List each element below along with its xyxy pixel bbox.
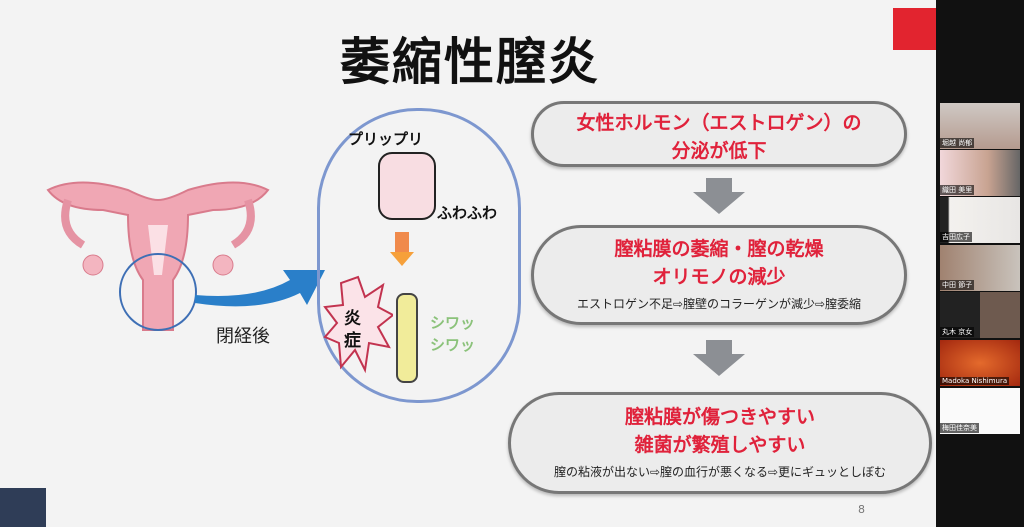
slide-title: 萎縮性膣炎 bbox=[340, 33, 600, 91]
participant-panel[interactable]: 堀越 尚郁 織田 美里 吉田広子 中田 節子 丸木 京女 Madoka Nish… bbox=[936, 0, 1024, 527]
participant-tile[interactable]: 丸木 京女 bbox=[940, 292, 1020, 338]
step-note: 膣の粘液が出ない⇨膣の血行が悪くなる⇨更にギュッとしぼむ bbox=[553, 465, 887, 479]
healthy-mucosa-icon bbox=[378, 152, 436, 220]
step-text: 膣粘膜が傷つきやすい bbox=[624, 406, 815, 428]
participant-tile[interactable]: 梅田佳奈美 bbox=[940, 388, 1020, 434]
participant-name: 丸木 京女 bbox=[940, 327, 975, 337]
orange-down-arrow-icon bbox=[395, 232, 409, 252]
blue-arrow bbox=[195, 270, 325, 307]
participant-tile[interactable]: Madoka Nishimura bbox=[940, 340, 1020, 386]
participant-tile[interactable]: 吉田広子 bbox=[940, 197, 1020, 243]
down-arrow-icon bbox=[706, 178, 732, 192]
page-number: 8 bbox=[858, 503, 865, 516]
wrinkle-label-2: シワッ bbox=[430, 336, 476, 354]
participant-name: 梅田佳奈美 bbox=[940, 423, 979, 433]
step-hormone-decline: 女性ホルモン（エストロゲン）の 分泌が低下 bbox=[531, 101, 907, 167]
slide-corner-accent bbox=[893, 8, 936, 50]
postmenopause-label: 閉経後 bbox=[216, 326, 270, 347]
participant-name: 堀越 尚郁 bbox=[940, 138, 975, 148]
step-note: エストロゲン不足⇨膣壁のコラーゲンが減少⇨膣委縮 bbox=[576, 297, 862, 311]
down-arrow-icon bbox=[706, 340, 732, 354]
step-text: 雑菌が繁殖しやすい bbox=[634, 434, 806, 456]
healthy-label: プリップリ bbox=[348, 130, 424, 148]
dry-mucosa-icon bbox=[396, 293, 418, 383]
down-arrow-head-icon bbox=[693, 192, 745, 214]
down-arrow-head-icon bbox=[693, 354, 745, 376]
participant-name: 中田 節子 bbox=[940, 280, 975, 290]
step-text: 女性ホルモン（エストロゲン）の bbox=[576, 112, 862, 134]
illustration-capsule bbox=[317, 108, 521, 403]
soft-label: ふわふわ bbox=[437, 204, 498, 222]
wrinkle-label-1: シワッ bbox=[430, 314, 476, 332]
step-damage: 膣粘膜が傷つきやすい 雑菌が繁殖しやすい 膣の粘液が出ない⇨膣の血行が悪くなる⇨… bbox=[508, 392, 932, 494]
inflammation-label: 炎症 bbox=[344, 309, 361, 351]
step-text: 膣粘膜の萎縮・膣の乾燥 bbox=[614, 238, 824, 260]
participant-name: 織田 美里 bbox=[940, 185, 975, 195]
uterus-illustration bbox=[46, 181, 270, 331]
slide-corner-block bbox=[0, 488, 46, 527]
inflammation-burst-icon bbox=[323, 275, 393, 374]
participant-name: 吉田広子 bbox=[940, 232, 972, 242]
step-text: 分泌が低下 bbox=[671, 140, 767, 162]
shared-slide: 萎縮性膣炎 閉経後 プリップリ ふわふわ 炎症 シワッ シワッ 女性ホルモン（エ… bbox=[0, 0, 936, 527]
step-text: オリモノの減少 bbox=[652, 266, 786, 288]
participant-name: Madoka Nishimura bbox=[940, 377, 1010, 385]
participant-tile[interactable]: 織田 美里 bbox=[940, 150, 1020, 196]
step-atrophy: 膣粘膜の萎縮・膣の乾燥 オリモノの減少 エストロゲン不足⇨膣壁のコラーゲンが減少… bbox=[531, 225, 907, 325]
participant-tile[interactable]: 堀越 尚郁 bbox=[940, 103, 1020, 149]
orange-down-arrow-head-icon bbox=[390, 252, 414, 266]
participant-tile[interactable]: 中田 節子 bbox=[940, 245, 1020, 291]
